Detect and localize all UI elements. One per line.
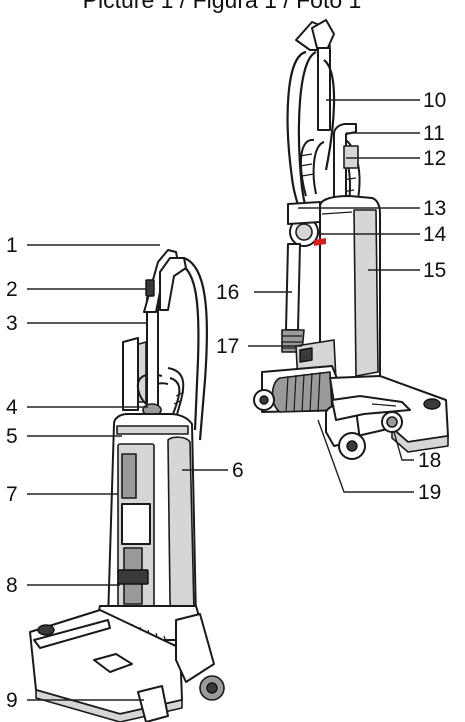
callout-1: 1 [6,234,18,257]
callout-12: 12 [423,147,446,170]
figure-caption: Picture 1 / Figura 1 / Foto 1 [83,0,362,13]
callout-8: 8 [6,574,18,597]
callout-17: 17 [216,335,239,358]
callout-labels: 1 2 3 4 5 6 7 8 9 10 11 12 13 14 15 16 1… [6,89,447,712]
leader-lines [27,99,420,701]
callout-9: 9 [6,689,18,712]
callout-18: 18 [418,449,441,472]
callout-6: 6 [232,459,244,482]
callout-11: 11 [423,122,445,145]
callout-3: 3 [6,312,18,335]
callout-4: 4 [6,396,18,419]
callout-15: 15 [423,259,446,282]
callout-2: 2 [6,278,18,301]
callout-19: 19 [418,481,441,504]
callout-13: 13 [423,197,446,220]
callout-14: 14 [423,223,447,246]
callout-5: 5 [6,425,18,448]
vacuum-front-view [29,249,225,722]
vacuum-rear-view [253,19,449,460]
callout-16: 16 [216,281,239,304]
callout-10: 10 [423,89,446,112]
callout-7: 7 [6,483,18,506]
